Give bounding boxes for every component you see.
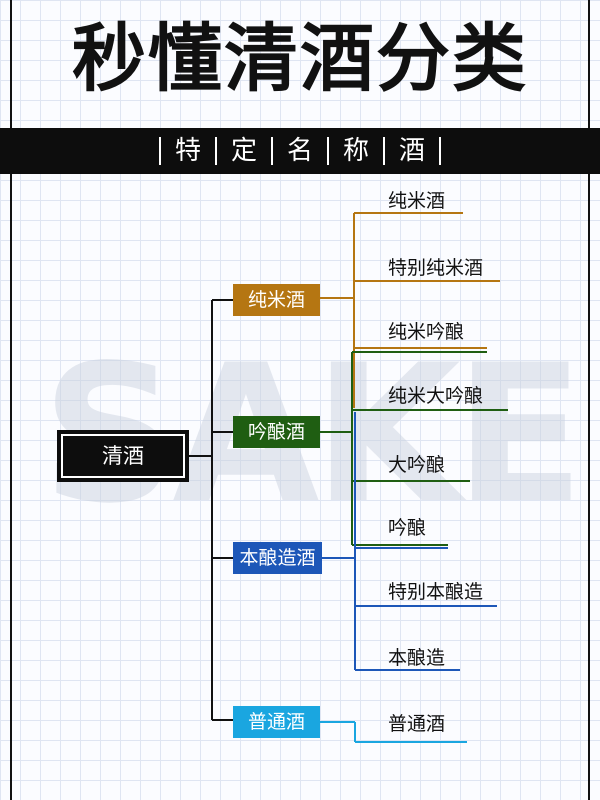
subtitle-items: 特 定 名 称 酒 xyxy=(0,128,600,174)
leaf-node: 特别本酿造 xyxy=(388,581,484,603)
leaf-node: 大吟酿 xyxy=(388,454,446,476)
page-title: 秒懂清酒分类 xyxy=(72,16,528,102)
category-node-ginjo: 吟酿酒 xyxy=(233,416,320,448)
category-node-honjozo: 本酿造酒 xyxy=(233,542,322,574)
subtitle-char: 称 xyxy=(343,136,370,166)
category-node-junmai: 纯米酒 xyxy=(233,284,320,316)
subtitle-divider xyxy=(383,137,386,165)
subtitle-divider xyxy=(439,137,442,165)
subtitle-divider xyxy=(270,137,273,165)
leaf-node: 普通酒 xyxy=(388,713,446,735)
subtitle-char: 特 xyxy=(174,136,201,166)
subtitle-divider xyxy=(214,137,217,165)
subtitle-char: 名 xyxy=(286,136,313,166)
leaf-node: 特别纯米酒 xyxy=(388,257,484,279)
root-node: 清酒 xyxy=(57,430,189,482)
subtitle-divider xyxy=(158,137,161,165)
leaf-node: 吟酿 xyxy=(388,517,427,539)
category-node-futsu: 普通酒 xyxy=(233,706,320,738)
leaf-node: 本酿造 xyxy=(388,647,446,669)
leaf-node: 纯米酒 xyxy=(388,190,446,212)
leaf-node: 纯米吟酿 xyxy=(388,321,465,343)
title-bar: 秒懂清酒分类 xyxy=(0,0,600,120)
subtitle-bar: 特 定 名 称 酒 xyxy=(0,128,600,174)
subtitle-divider xyxy=(327,137,329,165)
page-frame xyxy=(10,0,590,800)
subtitle-char: 定 xyxy=(230,136,257,166)
subtitle-char: 酒 xyxy=(399,136,426,166)
leaf-node: 纯米大吟酿 xyxy=(388,385,484,407)
